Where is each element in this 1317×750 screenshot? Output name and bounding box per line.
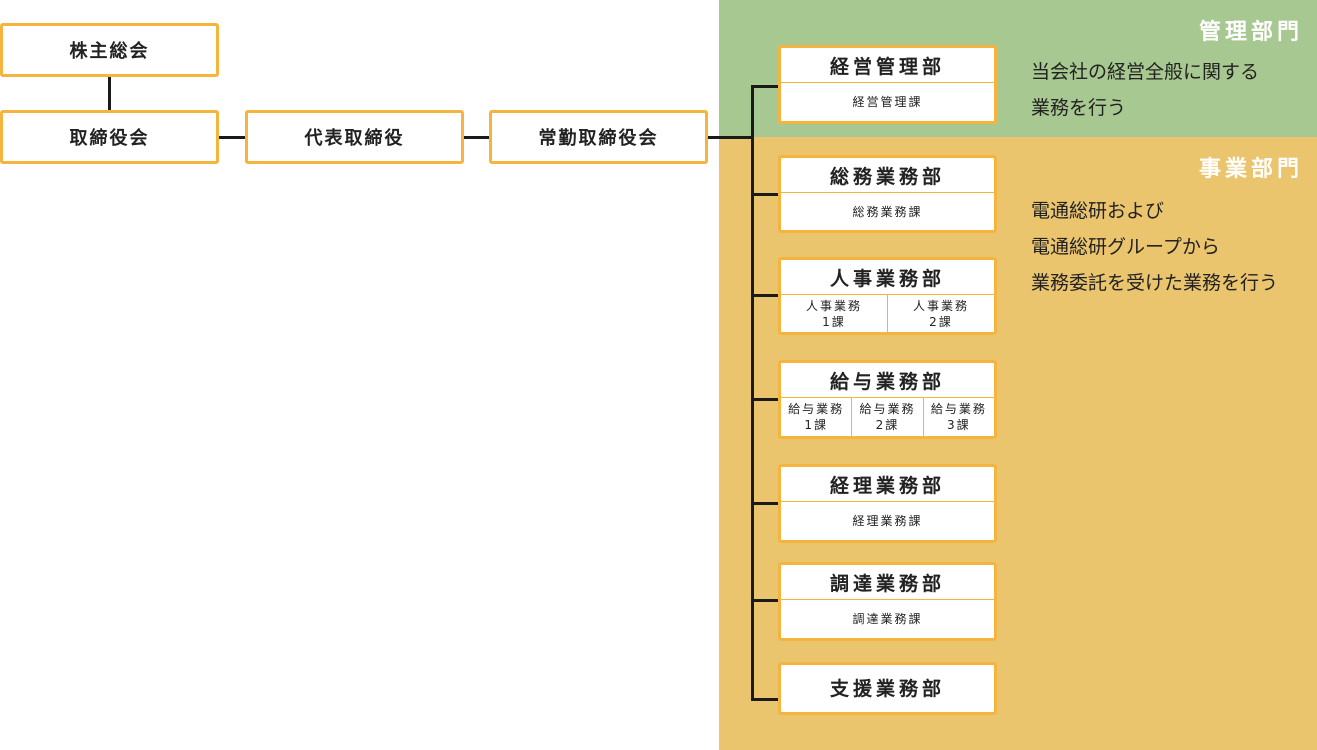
ops-division-band: 事業部門 電通総研および 電通総研グループから 業務委託を受けた業務を行う xyxy=(719,137,1317,750)
admin-description-line: 当会社の経営全般に関する xyxy=(1031,61,1260,83)
ops-division-description: 電通総研および 電通総研グループから 業務委託を受けた業務を行う xyxy=(1031,193,1278,301)
section-label: 給与業務 2課 xyxy=(851,398,922,436)
department-box-general-affairs: 総務業務部 総務業務課 xyxy=(778,155,997,233)
connector-managing-trunk xyxy=(708,136,753,139)
branch-line xyxy=(751,599,778,602)
ops-description-line: 電通総研グループから xyxy=(1031,236,1220,258)
department-name: 支援業務部 xyxy=(829,678,945,700)
section-label: 人事業務 1課 xyxy=(805,298,862,329)
ops-description-line: 電通総研および xyxy=(1031,200,1165,222)
board-of-directors-box: 取締役会 xyxy=(0,110,219,164)
department-name: 給与業務部 xyxy=(781,363,994,398)
department-name: 経営管理部 xyxy=(781,48,994,83)
department-name: 調達業務部 xyxy=(781,565,994,600)
section-label: 総務業務課 xyxy=(852,204,923,219)
section-label: 経理業務課 xyxy=(852,514,923,528)
section-row: 総務業務課 xyxy=(781,193,994,230)
section-label: 経営管理課 xyxy=(852,95,923,109)
ops-description-line: 業務委託を受けた業務を行う xyxy=(1031,272,1279,294)
department-box-accounting: 経理業務部 経理業務課 xyxy=(778,464,997,543)
branch-line xyxy=(751,398,778,401)
branch-line xyxy=(751,502,778,505)
department-name: 人事業務部 xyxy=(781,260,994,295)
department-trunk-line xyxy=(751,85,754,701)
department-name: 経理業務部 xyxy=(781,467,994,502)
admin-division-title: 管理部門 xyxy=(1198,20,1303,45)
connector-ceo-managing xyxy=(464,136,490,139)
connector-shareholders-board xyxy=(108,77,111,111)
section-row: 経営管理課 xyxy=(781,83,994,121)
department-name: 総務業務部 xyxy=(781,158,994,193)
ops-division-title: 事業部門 xyxy=(1198,157,1303,182)
section-row: 経理業務課 xyxy=(781,502,994,540)
managing-board-box: 常勤取締役会 xyxy=(489,110,708,164)
department-box-support: 支援業務部 xyxy=(778,662,997,715)
connector-board-ceo xyxy=(219,136,246,139)
section-label: 調達業務課 xyxy=(852,612,923,626)
shareholders-meeting-box: 株主総会 xyxy=(0,23,219,77)
department-box-payroll: 給与業務部 給与業務 1課 給与業務 2課 給与業務 3課 xyxy=(778,360,997,439)
department-box-management: 経営管理部 経営管理課 xyxy=(778,45,997,124)
admin-division-description: 当会社の経営全般に関する 業務を行う xyxy=(1031,54,1259,126)
branch-line xyxy=(751,85,778,88)
admin-description-line: 業務を行う xyxy=(1031,97,1127,119)
section-label: 人事業務 2課 xyxy=(887,295,994,332)
section-label: 給与業務 3課 xyxy=(922,398,994,436)
section-row: 給与業務 1課 給与業務 2課 給与業務 3課 xyxy=(781,398,994,436)
section-row: 調達業務課 xyxy=(781,600,994,638)
representative-director-box: 代表取締役 xyxy=(245,110,464,164)
department-box-hr: 人事業務部 人事業務 1課 人事業務 2課 xyxy=(778,257,997,335)
branch-line xyxy=(751,294,778,297)
section-row: 人事業務 1課 人事業務 2課 xyxy=(781,295,994,332)
branch-line xyxy=(751,698,778,701)
department-box-procurement: 調達業務部 調達業務課 xyxy=(778,562,997,641)
section-label: 給与業務 1課 xyxy=(788,402,845,432)
branch-line xyxy=(751,193,778,196)
